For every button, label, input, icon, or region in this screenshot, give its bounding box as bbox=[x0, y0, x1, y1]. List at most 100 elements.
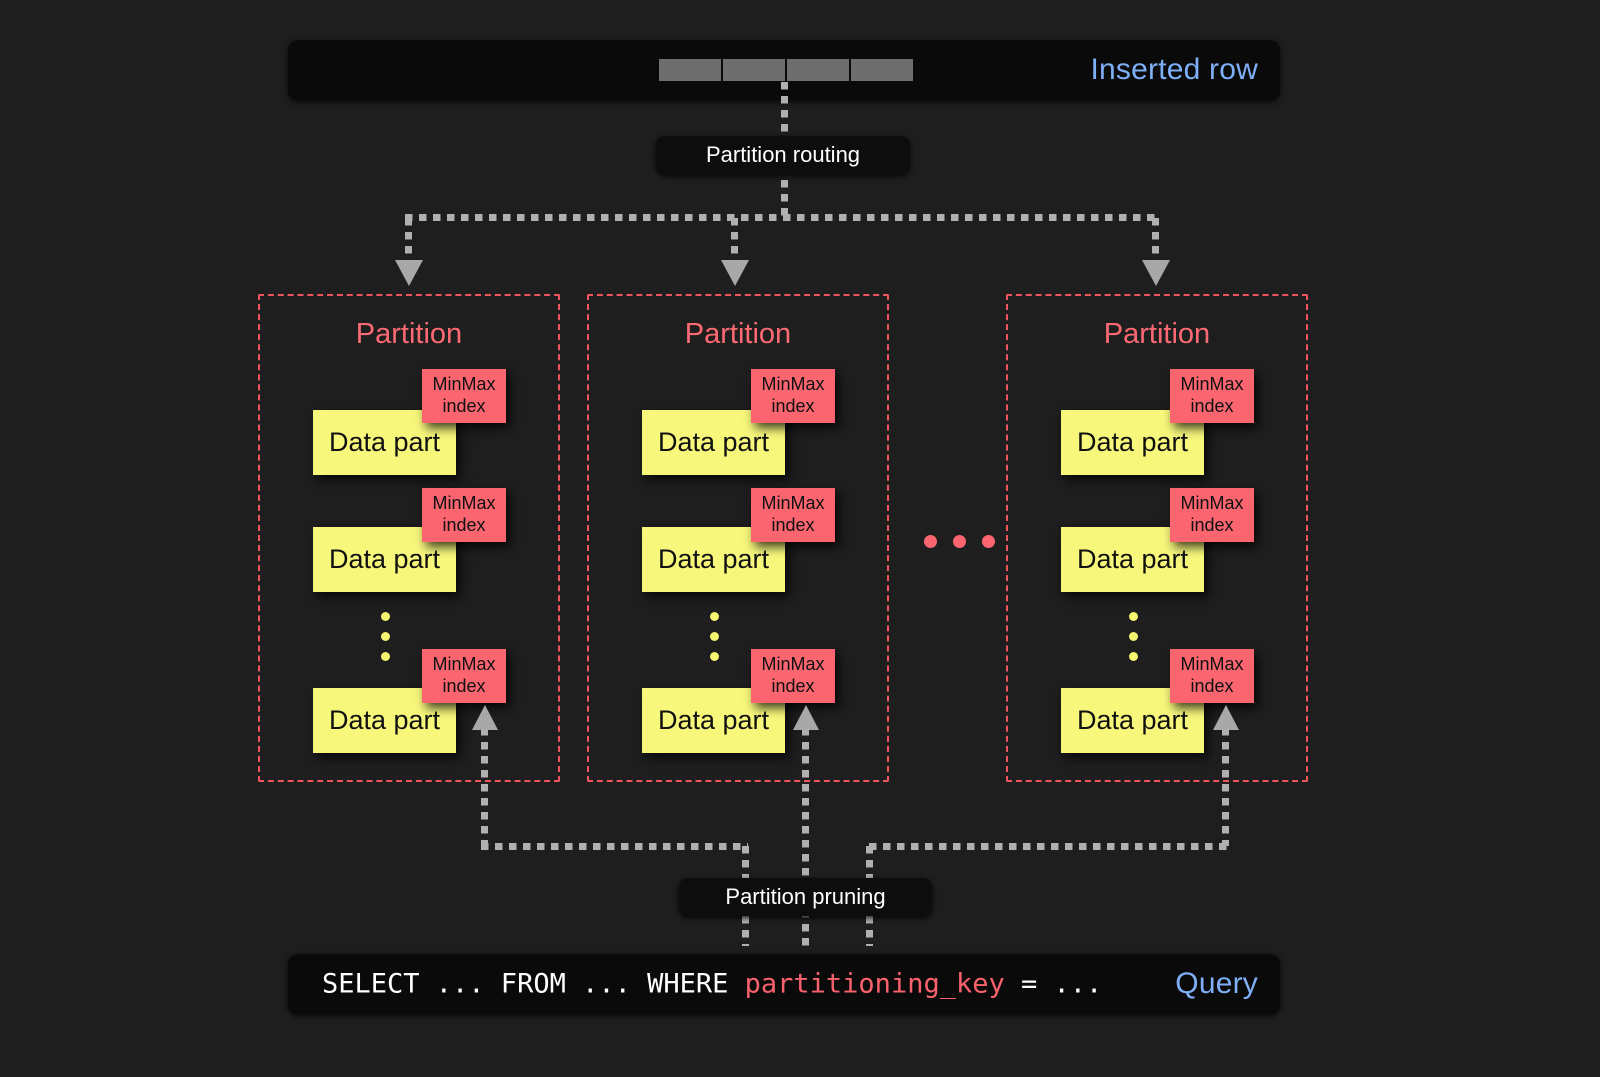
partition-routing-label: Partition routing bbox=[705, 142, 861, 167]
minmax-index-p2-3: MinMax index bbox=[751, 649, 835, 703]
minmax-line1: MinMax bbox=[432, 654, 496, 675]
minmax-index-p1-3: MinMax index bbox=[422, 649, 506, 703]
ellipsis-dot bbox=[982, 535, 995, 548]
data-part-label: Data part bbox=[657, 427, 770, 457]
ellipsis-dot bbox=[381, 612, 390, 621]
minmax-index-p3-3: MinMax index bbox=[1170, 649, 1254, 703]
minmax-line1: MinMax bbox=[761, 493, 825, 514]
data-part-label: Data part bbox=[328, 544, 441, 574]
row-cell bbox=[723, 59, 785, 81]
pruning-arrow-1 bbox=[472, 705, 498, 730]
minmax-index-p2-2: MinMax index bbox=[751, 488, 835, 542]
query-prefix: SELECT ... FROM ... WHERE bbox=[322, 968, 745, 1000]
minmax-index-text-p2-3: MinMax index bbox=[761, 654, 824, 698]
ellipsis-dot bbox=[924, 535, 937, 548]
partition-pruning-box: Partition pruning bbox=[679, 878, 932, 916]
data-part-ellipsis-p1 bbox=[381, 612, 390, 661]
data-part-ellipsis-p2 bbox=[710, 612, 719, 661]
data-part-p3-3: Data part bbox=[1061, 688, 1204, 753]
fanout-branch-line-3 bbox=[1152, 218, 1159, 266]
minmax-index-text-p1-1: MinMax index bbox=[432, 374, 495, 418]
ellipsis-dot bbox=[1129, 612, 1138, 621]
pruning-bus-right bbox=[869, 843, 1229, 850]
minmax-line2: index bbox=[771, 396, 815, 416]
partition-2-title: Partition bbox=[684, 318, 792, 350]
ellipsis-dot bbox=[381, 632, 390, 641]
minmax-index-p2-1: MinMax index bbox=[751, 369, 835, 423]
minmax-index-p3-2: MinMax index bbox=[1170, 488, 1254, 542]
data-part-label: Data part bbox=[657, 705, 770, 735]
fanout-branch-line-2 bbox=[731, 218, 738, 266]
partition-3: Partition bbox=[1006, 294, 1308, 782]
minmax-index-p1-2: MinMax index bbox=[422, 488, 506, 542]
partition-3-title: Partition bbox=[1103, 318, 1211, 350]
minmax-index-text-p3-1: MinMax index bbox=[1180, 374, 1243, 418]
ellipsis-dot bbox=[381, 652, 390, 661]
minmax-line1: MinMax bbox=[1180, 654, 1244, 675]
fanout-branch-line-1 bbox=[405, 218, 412, 266]
pruning-arrow-2 bbox=[793, 705, 819, 730]
ellipsis-dot bbox=[710, 652, 719, 661]
query-statement: SELECT ... FROM ... WHERE partitioning_k… bbox=[322, 969, 1102, 1000]
inserted-row-cells bbox=[659, 59, 913, 81]
partition-1: Partition bbox=[258, 294, 560, 782]
ellipsis-dot bbox=[1129, 632, 1138, 641]
query-label: Query bbox=[1175, 967, 1258, 1000]
data-part-label: Data part bbox=[328, 427, 441, 457]
partition-pruning-label: Partition pruning bbox=[725, 884, 886, 909]
minmax-line1: MinMax bbox=[761, 654, 825, 675]
row-cell bbox=[851, 59, 913, 81]
partition-1-title: Partition bbox=[355, 318, 463, 350]
data-part-label: Data part bbox=[1076, 427, 1189, 457]
minmax-line2: index bbox=[771, 676, 815, 696]
fanout-arrow-3 bbox=[1142, 260, 1170, 286]
pruning-line-up-1 bbox=[481, 728, 488, 846]
minmax-line2: index bbox=[442, 515, 486, 535]
minmax-line1: MinMax bbox=[432, 374, 496, 395]
data-part-label: Data part bbox=[657, 544, 770, 574]
row-cell bbox=[659, 59, 721, 81]
partition-ellipsis bbox=[924, 535, 995, 548]
minmax-line2: index bbox=[442, 396, 486, 416]
minmax-line2: index bbox=[771, 515, 815, 535]
minmax-line2: index bbox=[1190, 676, 1234, 696]
minmax-index-text-p3-2: MinMax index bbox=[1180, 493, 1243, 537]
minmax-index-text-p1-2: MinMax index bbox=[432, 493, 495, 537]
data-part-label: Data part bbox=[1076, 544, 1189, 574]
minmax-line1: MinMax bbox=[432, 493, 496, 514]
inserted-row-label: Inserted row bbox=[1090, 53, 1258, 86]
minmax-line2: index bbox=[1190, 396, 1234, 416]
minmax-index-text-p2-1: MinMax index bbox=[761, 374, 824, 418]
minmax-index-text-p1-3: MinMax index bbox=[432, 654, 495, 698]
pruning-line-up-3 bbox=[1222, 728, 1229, 846]
minmax-line1: MinMax bbox=[1180, 493, 1244, 514]
minmax-line1: MinMax bbox=[761, 374, 825, 395]
row-cell bbox=[787, 59, 849, 81]
minmax-index-text-p2-2: MinMax index bbox=[761, 493, 824, 537]
minmax-index-p1-1: MinMax index bbox=[422, 369, 506, 423]
query-bar: SELECT ... FROM ... WHERE partitioning_k… bbox=[288, 954, 1280, 1014]
ellipsis-dot bbox=[710, 612, 719, 621]
partition-2: Partition bbox=[587, 294, 889, 782]
data-part-p2-3: Data part bbox=[642, 688, 785, 753]
pruning-bus-left bbox=[481, 843, 748, 850]
query-partitioning-key: partitioning_key bbox=[744, 968, 1005, 1000]
fanout-arrow-2 bbox=[721, 260, 749, 286]
data-part-label: Data part bbox=[328, 705, 441, 735]
query-suffix: = ... bbox=[1004, 968, 1103, 1000]
fanout-bus-line bbox=[405, 214, 1159, 221]
partition-routing-box: Partition routing bbox=[656, 136, 910, 174]
fanout-arrow-1 bbox=[395, 260, 423, 286]
minmax-index-text-p3-3: MinMax index bbox=[1180, 654, 1243, 698]
data-part-p2-1: Data part bbox=[642, 410, 785, 475]
ellipsis-dot bbox=[710, 632, 719, 641]
ellipsis-dot bbox=[1129, 652, 1138, 661]
ellipsis-dot bbox=[953, 535, 966, 548]
pruning-line-up-2 bbox=[802, 728, 809, 946]
data-part-ellipsis-p3 bbox=[1129, 612, 1138, 661]
minmax-line2: index bbox=[1190, 515, 1234, 535]
minmax-line2: index bbox=[442, 676, 486, 696]
data-part-label: Data part bbox=[1076, 705, 1189, 735]
pruning-arrow-3 bbox=[1213, 705, 1239, 730]
